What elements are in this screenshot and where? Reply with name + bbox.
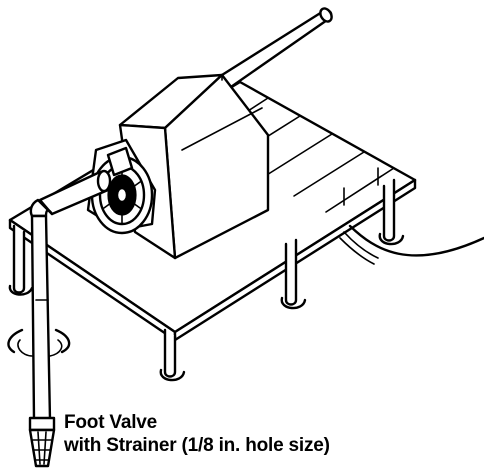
platform-legs bbox=[8, 178, 405, 382]
power-cord bbox=[339, 224, 484, 265]
foot-valve-strainer bbox=[28, 416, 56, 468]
water-ripples bbox=[7, 328, 71, 357]
strainer-spec-label: with Strainer (1/8 in. hole size) bbox=[64, 435, 330, 456]
discharge-pipe bbox=[193, 7, 333, 107]
foot-valve-label: Foot Valve bbox=[64, 412, 158, 433]
